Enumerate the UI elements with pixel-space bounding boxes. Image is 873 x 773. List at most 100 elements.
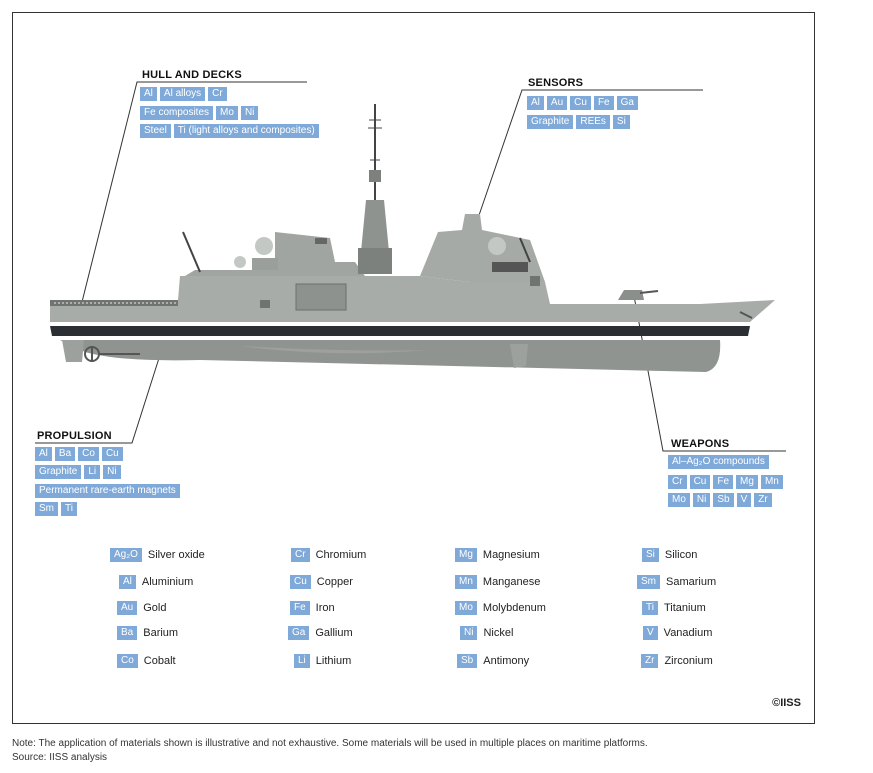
hull-row-2: Fe composites Mo Ni — [140, 106, 259, 120]
legend-symbol: Ag₂O — [110, 548, 142, 562]
legend-symbol: V — [643, 626, 658, 640]
legend-name: Gold — [143, 602, 167, 614]
copyright-mark: ©IISS — [772, 697, 801, 709]
hull-row-3: Steel Ti (light alloys and composites) — [140, 124, 319, 138]
tag: Mn — [760, 475, 783, 489]
legend-symbol: Mn — [455, 575, 477, 589]
legend-item: Mn Manganese — [455, 575, 540, 589]
legend-name: Zirconium — [664, 655, 713, 667]
mast — [360, 200, 390, 262]
note-text: Note: The application of materials shown… — [12, 738, 648, 749]
propulsion-row-1: Al Ba Co Cu — [35, 447, 123, 461]
legend-symbol: Sm — [637, 575, 660, 589]
figure-note: Note: The application of materials shown… — [12, 737, 648, 765]
legend-item: Cu Copper — [290, 575, 353, 589]
stabilizer-fin — [510, 344, 528, 368]
legend-item: Sm Samarium — [637, 575, 716, 589]
legend-item: Fe Iron — [290, 601, 335, 615]
hull-row-1: Al Al alloys Cr — [140, 87, 227, 101]
legend-item: Mg Magnesium — [455, 548, 540, 562]
propulsion-row-4: Sm Ti — [35, 502, 77, 516]
sensors-title: SENSORS — [528, 77, 584, 89]
lower-hull — [60, 340, 721, 372]
sensors-row-1: Al Au Cu Fe Ga — [527, 96, 638, 110]
legend-item: Li Lithium — [294, 654, 351, 668]
legend-name: Titanium — [663, 602, 706, 614]
legend-name: Nickel — [483, 627, 514, 639]
legend-name: Antimony — [483, 655, 530, 667]
radome-2 — [488, 237, 506, 255]
tag: Cr — [208, 87, 227, 101]
legend-symbol: Cr — [291, 548, 310, 562]
legend-item: Zr Zirconium — [641, 654, 713, 668]
legend-name: Molybdenum — [482, 602, 546, 614]
weapons-row-1: Al–Ag₂O compounds — [668, 455, 769, 469]
tag: Graphite — [35, 465, 82, 479]
tag: Mg — [736, 475, 758, 489]
main-gun — [618, 290, 644, 300]
waterline — [50, 326, 750, 336]
propulsion-row-2: Graphite Li Ni — [35, 465, 121, 479]
tag: Al — [35, 447, 52, 461]
source-text: Source: IISS analysis — [12, 752, 108, 763]
tag: Ba — [54, 447, 76, 461]
tag: Sb — [713, 493, 734, 507]
hull-panel — [295, 283, 347, 311]
propulsion-title: PROPULSION — [37, 430, 112, 442]
legend-name: Copper — [316, 576, 353, 588]
legend-item: Si Silicon — [642, 548, 697, 562]
tag: Co — [78, 447, 99, 461]
tag: Ti — [61, 502, 77, 516]
sensors-row-2: Graphite REEs Si — [527, 115, 630, 129]
tag: Graphite — [527, 115, 574, 129]
legend-item: Sb Antimony — [457, 654, 529, 668]
legend-symbol: Mg — [455, 548, 477, 562]
legend-symbol: Sb — [457, 654, 478, 668]
tag: Zr — [754, 493, 772, 507]
propulsion-row-3: Permanent rare-earth magnets — [35, 484, 180, 498]
tag: Ti (light alloys and composites) — [173, 124, 319, 138]
tag: Steel — [140, 124, 171, 138]
tag: Cu — [101, 447, 123, 461]
legend-item: Ti Titanium — [642, 601, 706, 615]
legend-name: Cobalt — [143, 655, 176, 667]
legend-symbol: Mo — [455, 601, 477, 615]
weapons-row-2: Cr Cu Fe Mg Mn — [668, 475, 783, 489]
tag: Fe — [713, 475, 734, 489]
legend-name: Iron — [315, 602, 335, 614]
tag: Al — [140, 87, 157, 101]
tag: Ni — [103, 465, 121, 479]
legend-symbol: Al — [119, 575, 136, 589]
legend-name: Manganese — [482, 576, 541, 588]
hull-leader-line — [79, 81, 307, 311]
legend-symbol: Li — [294, 654, 310, 668]
tag: Li — [84, 465, 101, 479]
legend-symbol: Ba — [117, 626, 138, 640]
legend-name: Silver oxide — [147, 549, 205, 561]
legend-name: Chromium — [315, 549, 367, 561]
tag: Al–Ag₂O compounds — [668, 455, 769, 469]
tag: Sm — [35, 502, 58, 516]
legend-name: Gallium — [315, 627, 353, 639]
legend-item: Ba Barium — [117, 626, 178, 640]
legend-item: Mo Molybdenum — [455, 601, 546, 615]
legend-item: Ni Nickel — [460, 626, 513, 640]
tag: Mo — [668, 493, 690, 507]
weapons-row-3: Mo Ni Sb V Zr — [668, 493, 772, 507]
legend-item: V Vanadium — [643, 626, 712, 640]
legend-symbol: Ni — [460, 626, 478, 640]
legend-name: Silicon — [664, 549, 698, 561]
legend-name: Lithium — [315, 655, 352, 667]
tag: Si — [612, 115, 630, 129]
tag: Au — [546, 96, 568, 110]
legend-symbol: Zr — [641, 654, 659, 668]
legend-symbol: Ti — [642, 601, 658, 615]
legend-item: Co Cobalt — [117, 654, 176, 668]
tag: Permanent rare-earth magnets — [35, 484, 180, 498]
weapons-title: WEAPONS — [671, 438, 730, 450]
legend-symbol: Co — [117, 654, 138, 668]
legend-item: Al Aluminium — [119, 575, 193, 589]
rudder — [62, 340, 84, 362]
legend-symbol: Fe — [290, 601, 310, 615]
hull-title: HULL AND DECKS — [142, 69, 242, 81]
